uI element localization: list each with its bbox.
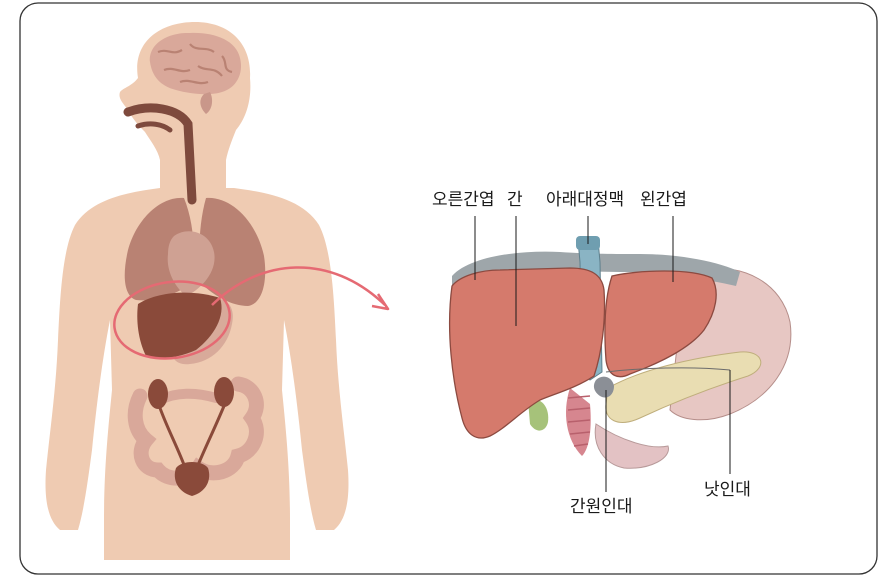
label-left-lobe: 왼간엽 (640, 192, 687, 209)
label-right-lobe: 오른간엽 (432, 192, 495, 209)
label-ivc: 아래대정맥 (546, 192, 624, 209)
label-falciform: 낫인대 (704, 482, 751, 499)
label-liver: 간 (507, 192, 523, 209)
kidney-left (214, 377, 234, 407)
label-round-ligament: 간원인대 (570, 499, 633, 516)
kidney-right (148, 379, 168, 409)
